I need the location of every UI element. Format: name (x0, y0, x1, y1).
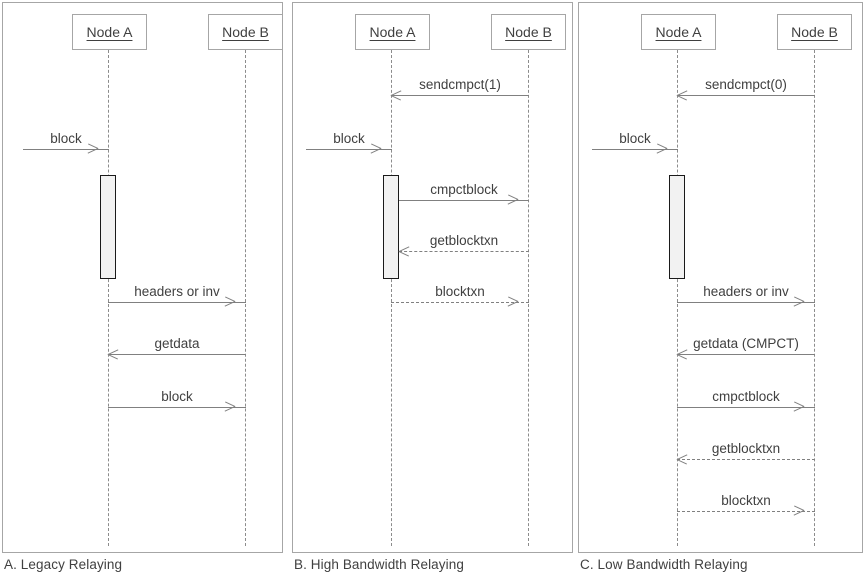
message-line (391, 302, 529, 303)
panel-caption-a: A. Legacy Relaying (4, 557, 123, 572)
lifeline-node-b (528, 50, 529, 546)
lifeline-node-b (814, 50, 815, 546)
lifeline-node-a (677, 50, 678, 546)
activation-bar-node-a (669, 175, 685, 279)
message-line (677, 407, 815, 408)
actor-box-node-b: Node B (777, 14, 852, 50)
panel-legacy-relaying: Node A Node B block headers or inv getda… (2, 2, 283, 553)
actor-box-node-a: Node A (641, 14, 716, 50)
message-label: cmpctblock (430, 181, 498, 197)
message-label: getblocktxn (711, 440, 781, 456)
message-label: cmpctblock (712, 388, 780, 404)
message-line (23, 149, 109, 150)
message-line (391, 95, 529, 96)
actor-box-node-b: Node B (491, 14, 566, 50)
message-line (108, 407, 246, 408)
actor-box-node-a: Node A (72, 14, 147, 50)
actor-label-node-b: Node B (505, 24, 552, 40)
panel-caption-c: C. Low Bandwidth Relaying (580, 557, 748, 572)
message-label: sendcmpct(1) (419, 76, 501, 92)
message-line (677, 459, 815, 460)
message-line (108, 354, 246, 355)
message-line (677, 511, 815, 512)
message-label: headers or inv (703, 283, 789, 299)
panel-low-bandwidth-relaying: Node A Node B sendcmpct(0) block headers… (578, 2, 863, 553)
actor-label-node-a: Node A (86, 24, 133, 40)
panel-caption-b: B. High Bandwidth Relaying (294, 557, 464, 572)
activation-bar-node-a (100, 175, 116, 279)
message-line (677, 302, 815, 303)
message-line (677, 354, 815, 355)
actor-label-node-b: Node B (791, 24, 838, 40)
message-line (677, 95, 815, 96)
message-label: getdata (154, 335, 200, 351)
message-line (592, 149, 678, 150)
message-label: sendcmpct(0) (705, 76, 787, 92)
actor-label-node-a: Node A (655, 24, 702, 40)
lifeline-node-a (391, 50, 392, 546)
message-label: block (333, 130, 365, 146)
message-label: block (619, 130, 651, 146)
panel-high-bandwidth-relaying: Node A Node B sendcmpct(1) block cmpctbl… (292, 2, 573, 553)
message-label: headers or inv (134, 283, 220, 299)
actor-box-node-b: Node B (208, 14, 282, 50)
message-line (399, 200, 529, 201)
message-line (399, 251, 529, 252)
message-label: blocktxn (721, 492, 771, 508)
message-line (108, 302, 246, 303)
activation-bar-node-a (383, 175, 399, 279)
message-label: block (50, 130, 82, 146)
message-label: blocktxn (435, 283, 485, 299)
message-label: getdata (CMPCT) (693, 335, 799, 351)
message-line (306, 149, 392, 150)
actor-label-node-b: Node B (222, 24, 269, 40)
actor-box-node-a: Node A (355, 14, 430, 50)
lifeline-node-a (108, 50, 109, 546)
message-label: block (161, 388, 193, 404)
message-label: getblocktxn (429, 232, 499, 248)
actor-label-node-a: Node A (369, 24, 416, 40)
lifeline-node-b (245, 50, 246, 546)
